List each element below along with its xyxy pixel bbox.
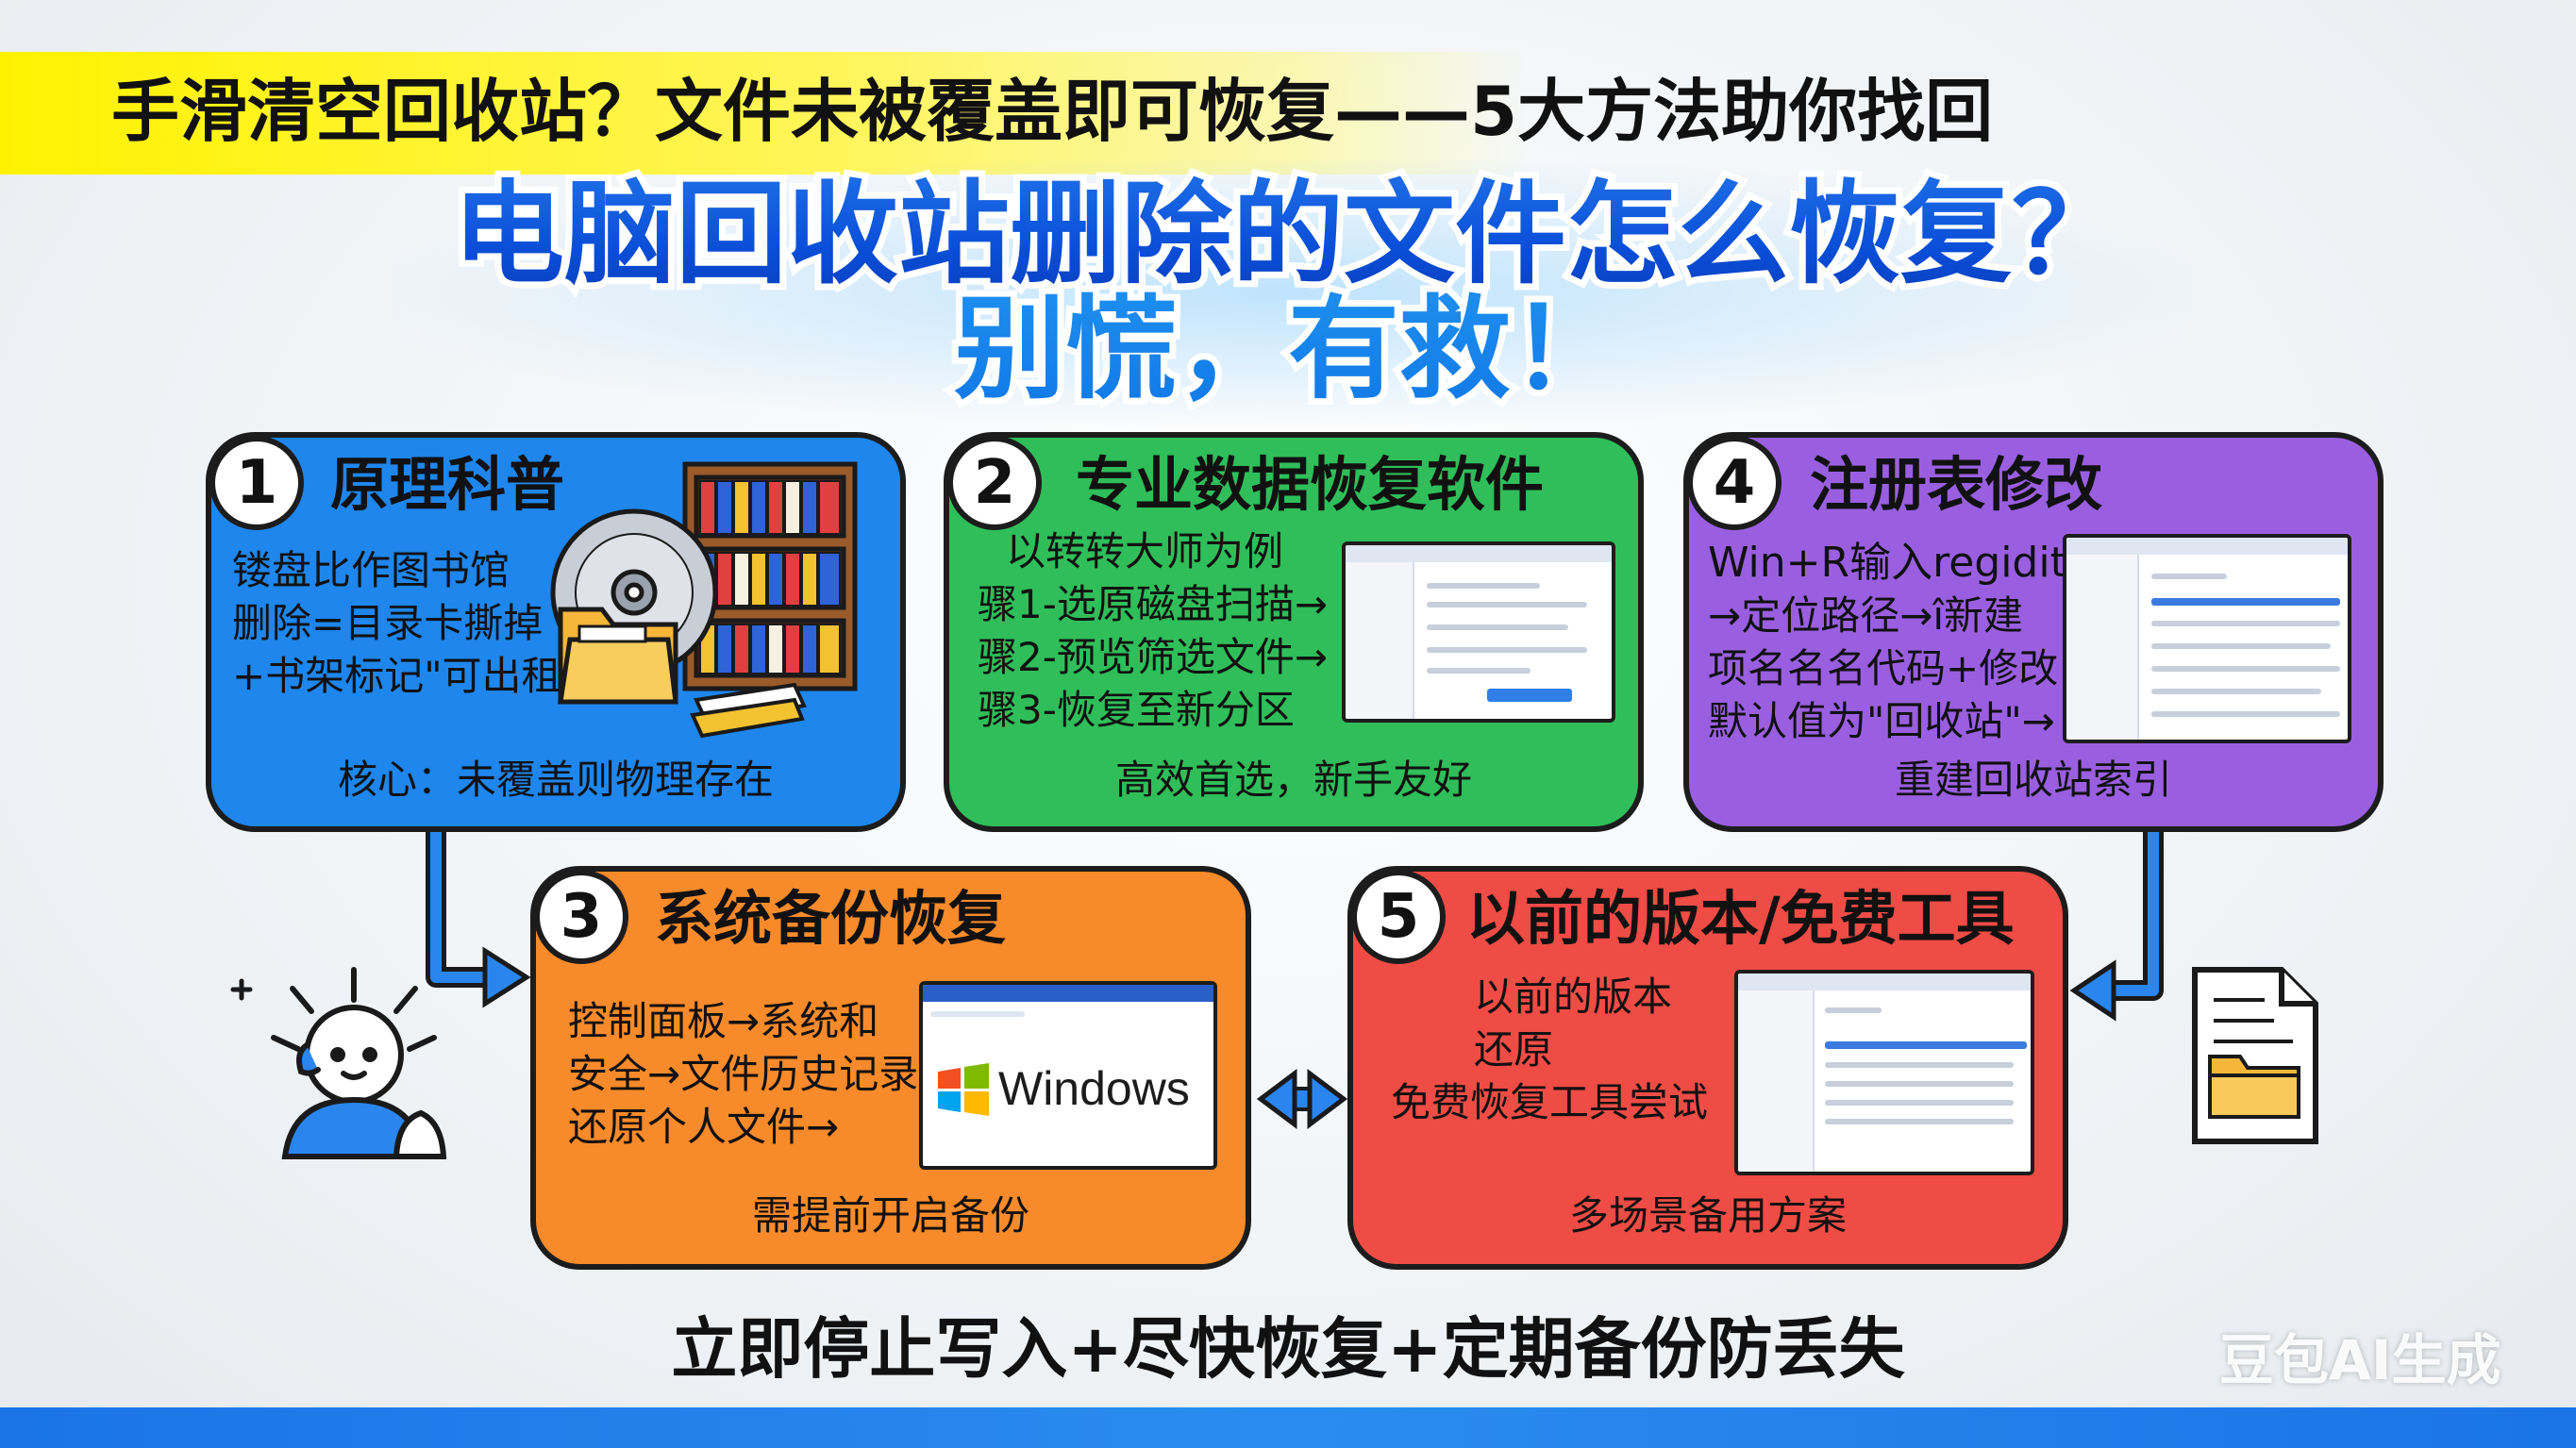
windows-screenshot: Windows: [919, 981, 1217, 1170]
card-3-title: 系统备份恢复: [655, 884, 1007, 953]
card-4-line: Win+R输入regidit: [1708, 539, 2066, 587]
card-3-footer: 需提前开启备份: [751, 1192, 1029, 1239]
card-1-line: 镂盘比作图书馆: [232, 547, 510, 593]
bottom-band: [0, 1407, 2576, 1448]
card-4-line: 默认值为"回收站"→: [1708, 698, 2055, 744]
person-icon: [230, 967, 447, 1159]
card-5-footer: 多场景备用方案: [1568, 1192, 1847, 1239]
card-4-footer: 重建回收站索引: [1894, 757, 2172, 803]
card-5-number: 5: [1351, 870, 1446, 964]
folder-icon: [558, 607, 678, 705]
card-3-number: 3: [534, 870, 628, 964]
card-4-line: →定位路径→î新建: [1708, 592, 2024, 639]
card-1-footer: 核心：未覆盖则物理存在: [337, 757, 774, 803]
card-1-title: 原理科普: [330, 450, 565, 519]
footer-tagline: 立即停止写入+尽快恢复+定期备份防丢失: [671, 1310, 1905, 1388]
card-5-title: 以前的版本/免费工具: [1466, 884, 2015, 953]
windows-logo-icon: [938, 1063, 989, 1116]
card-3-line: 控制面板→系统和: [568, 998, 879, 1044]
card-4-number: 4: [1687, 436, 1781, 530]
card-2-title: 专业数据恢复软件: [1076, 450, 1545, 519]
title-outline-2: 别慌，有救！: [0, 277, 2576, 421]
arrow-1-3: [430, 832, 491, 983]
card-4-line: 项名名名代码+修改: [1708, 645, 2059, 691]
windows-label: Windows: [998, 1062, 1190, 1115]
title-outline-1: 电脑回收站删除的文件怎么恢复？: [0, 162, 2576, 306]
subtitle: 手滑清空回收站？文件未被覆盖即可恢复——5大方法助你找回: [111, 72, 1994, 151]
page-title-sub: 别慌，有救！: [0, 283, 2576, 415]
card-4-title: 注册表修改: [1810, 450, 2103, 519]
card-2-number: 2: [947, 436, 1042, 530]
title-glow: [396, 160, 2189, 424]
previous-versions-screenshot: [1734, 970, 2034, 1175]
card-2-footer: 高效首选，新手友好: [1114, 757, 1472, 803]
software-screenshot: [1342, 541, 1615, 723]
arrow-4-5: [2108, 832, 2159, 996]
card-2-line: 以转转大师为例: [1006, 528, 1284, 574]
card-5-line: 还原: [1474, 1026, 1554, 1073]
card-2-line: 骤2-预览筛选文件→: [978, 634, 1329, 680]
double-arrow-icon: [1256, 1069, 1348, 1129]
card-5-line: 以前的版本: [1474, 974, 1673, 1020]
ai-watermark: 豆包AI生成: [2219, 1328, 2501, 1392]
arrow-4-5-head: [2069, 959, 2116, 1022]
card-2-line: 骤1-选原磁盘扫描→: [978, 581, 1329, 627]
card-1-line: +书架标记"可出租: [232, 653, 561, 699]
document-folder-icon: [2192, 967, 2318, 1144]
subtitle-highlight: [0, 52, 1529, 175]
registry-screenshot: [2063, 534, 2351, 743]
card-1-line: 删除=目录卡撕掉: [232, 600, 544, 646]
card-3-line: 安全→文件历史记录: [568, 1051, 919, 1097]
card-5-line: 免费恢复工具尝试: [1391, 1079, 1709, 1125]
books-icon: [690, 682, 807, 739]
page-title: 电脑回收站删除的文件怎么恢复？: [0, 168, 2576, 300]
card-3-line: 还原个人文件→: [568, 1104, 840, 1150]
card-1-number: 1: [209, 436, 304, 530]
card-2-line: 骤3-恢复至新分区: [978, 687, 1295, 733]
arrow-1-3-head: [482, 946, 531, 1008]
